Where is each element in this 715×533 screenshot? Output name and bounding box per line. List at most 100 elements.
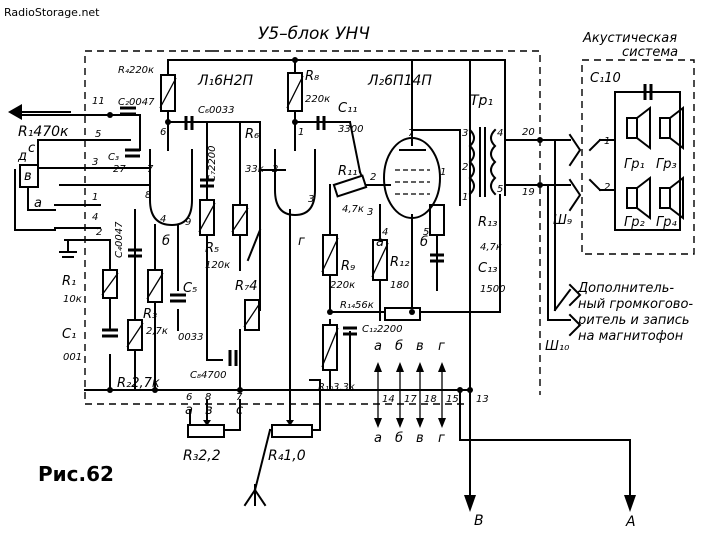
svg-text:13: 13 — [476, 394, 489, 405]
svg-text:2: 2 — [604, 182, 610, 193]
label-output-a: А — [625, 514, 636, 530]
capacitors — [102, 84, 653, 366]
label-tube-l1: Л₁6Н2П — [197, 73, 253, 89]
speakers — [588, 91, 684, 231]
label-c1: C₁ — [62, 327, 76, 342]
block-title: У5–блок УНЧ — [258, 24, 370, 44]
junctions — [107, 57, 543, 393]
pot-r3 — [187, 420, 225, 438]
svg-text:8: 8 — [145, 190, 151, 201]
svg-text:4: 4 — [160, 214, 166, 225]
label-c4: C₄0047 — [114, 221, 125, 258]
svg-text:а: а — [374, 431, 382, 446]
svg-text:19: 19 — [522, 187, 535, 198]
svg-text:6: 6 — [160, 127, 166, 138]
svg-text:5: 5 — [497, 184, 503, 195]
transformer — [468, 127, 497, 197]
label-r6: R₆ — [245, 127, 259, 142]
svg-text:1: 1 — [462, 192, 468, 203]
figure-label: Рис.62 — [38, 462, 114, 486]
connector-sh10 — [568, 283, 582, 337]
svg-text:г: г — [298, 234, 305, 249]
label-r9: R₉ — [341, 259, 355, 274]
watermark: RadioStorage.net — [4, 6, 100, 19]
label-gr3: Гр₃ — [656, 157, 677, 172]
svg-text:8: 8 — [205, 392, 211, 403]
svg-text:4: 4 — [92, 212, 98, 223]
svg-text:14: 14 — [382, 394, 395, 405]
svg-text:5: 5 — [95, 129, 101, 140]
label-sh10: Ш₁₀ — [545, 339, 570, 354]
svg-text:1: 1 — [92, 192, 98, 203]
label-r10: R₁₀3,3к — [318, 382, 355, 393]
label-output-b: В — [474, 513, 484, 529]
label-r11: R₁₁ — [338, 164, 357, 179]
component-labels: R₁470к C₂0047 C₃ 27 R₄220к Л₁6Н2П Л₂6П14… — [18, 65, 693, 530]
svg-text:7: 7 — [236, 392, 243, 403]
label-c8: C₈4700 — [190, 370, 226, 381]
label-note-1: Дополнитель- — [577, 281, 674, 296]
svg-text:20: 20 — [522, 127, 535, 138]
label-r9-val: 220к — [330, 280, 355, 291]
label-c-speaker: C₁10 — [590, 71, 621, 86]
tube-l2 — [383, 137, 441, 219]
label-gr4: Гр₄ — [656, 215, 677, 230]
svg-text:6: 6 — [186, 392, 192, 403]
svg-text:а: а — [185, 403, 193, 418]
pin-labels: 11 5 3 1 4 2 6 7 8 9 4 1 2 3 7 3 2 4 5 1… — [92, 96, 610, 405]
label-c13: C₁₃ — [478, 261, 498, 276]
svg-text:г: г — [438, 431, 445, 446]
label-sh9: Ш₉ — [553, 213, 572, 228]
svg-text:1: 1 — [440, 167, 446, 178]
input-selector — [14, 139, 77, 258]
svg-text:с: с — [236, 403, 243, 418]
svg-text:11: 11 — [92, 96, 105, 107]
label-c1-val: 001 — [63, 352, 82, 363]
label-r1-top: R₁470к — [18, 124, 69, 140]
svg-text:б: б — [395, 431, 403, 446]
svg-text:17: 17 — [404, 394, 417, 405]
label-c3: C₃ — [108, 152, 119, 163]
svg-text:4: 4 — [382, 227, 388, 238]
r13-resistor — [429, 204, 445, 236]
svg-text:б: б — [420, 235, 428, 250]
label-note-2: ный громкогово- — [578, 297, 693, 312]
svg-text:в: в — [24, 169, 32, 184]
label-c3-val: 27 — [113, 164, 126, 175]
label-r8-val: 220к — [305, 94, 330, 105]
svg-text:1: 1 — [298, 127, 304, 138]
svg-text:в: в — [205, 403, 213, 418]
svg-text:3: 3 — [92, 157, 98, 168]
label-c2: C₂0047 — [118, 97, 155, 108]
label-r3: R₃ — [143, 307, 157, 322]
label-r3-val: 2,7к — [146, 326, 168, 337]
svg-text:7: 7 — [147, 164, 154, 175]
svg-text:2: 2 — [272, 164, 278, 175]
svg-text:д: д — [17, 149, 27, 164]
label-r2: R₂2,7к — [117, 376, 160, 391]
svg-text:2: 2 — [370, 172, 376, 183]
r11-resistor — [332, 174, 368, 198]
label-r6-val: 33к — [245, 164, 264, 175]
label-tube-l2: Л₂6П14П — [367, 73, 432, 89]
letter-labels: с в а д а б в г а б в г а в с б г а б — [17, 141, 445, 446]
label-c11: C₁₁ — [338, 101, 358, 116]
label-pot-r4: R₄1,0 — [268, 448, 306, 464]
label-c7: C₇2200 — [207, 146, 218, 182]
label-r11-val: 4,7к — [342, 204, 364, 215]
label-c6: C₆0033 — [198, 105, 234, 116]
label-r1: R₁ — [62, 274, 76, 289]
label-c12: C₁₂2200 — [362, 324, 402, 335]
pot-r4 — [271, 420, 313, 438]
svg-text:18: 18 — [424, 394, 437, 405]
switch-contacts — [374, 362, 446, 428]
label-gr2: Гр₂ — [624, 215, 645, 230]
wiring — [19, 59, 631, 501]
svg-text:2: 2 — [462, 162, 468, 173]
svg-text:а: а — [34, 196, 42, 211]
label-c11-val: 3300 — [338, 124, 363, 135]
label-r13-val: 4,7к — [480, 242, 502, 253]
label-r1-val: 10к — [63, 294, 82, 305]
svg-text:г: г — [438, 339, 445, 354]
